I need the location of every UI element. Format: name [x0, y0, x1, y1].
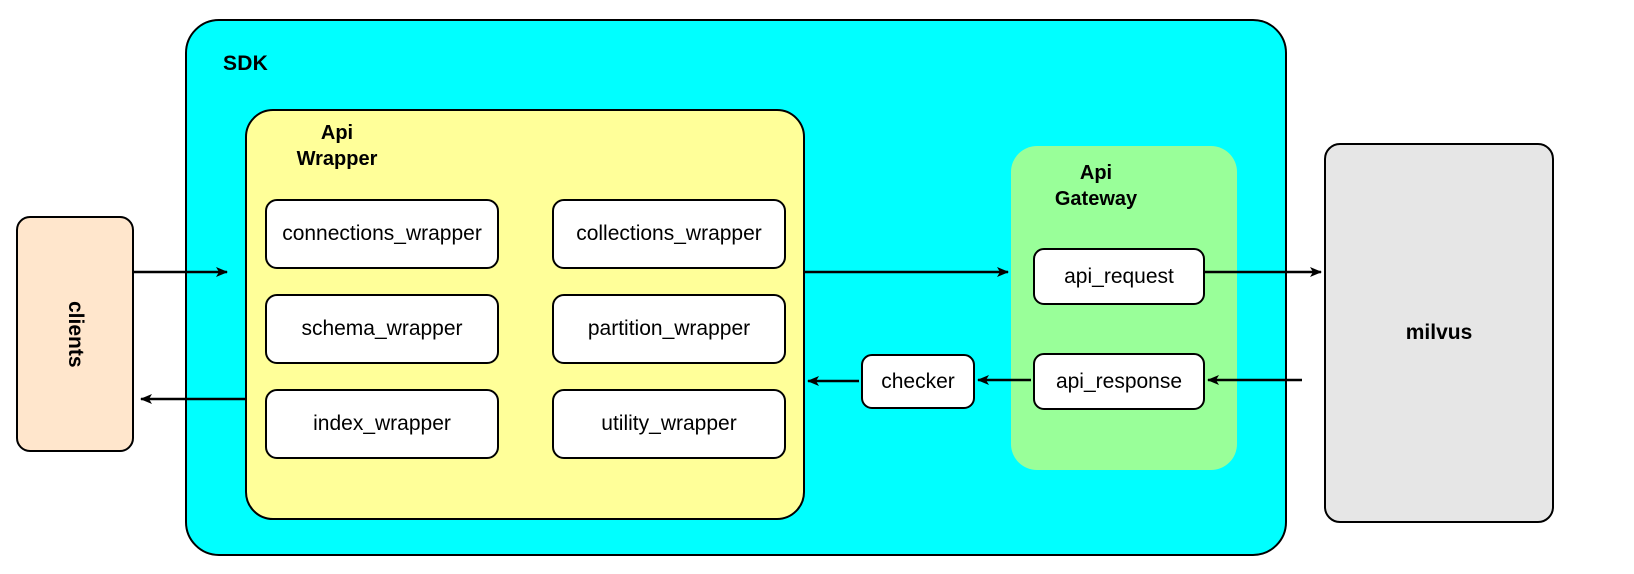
node-milvus[interactable]: milvus [1324, 143, 1554, 523]
api-gateway-label: Api Gateway [1021, 160, 1171, 212]
node-api-response[interactable]: api_response [1033, 353, 1205, 410]
node-label: checker [881, 369, 955, 393]
api-wrapper-label-line2: Wrapper [296, 147, 378, 170]
api-gateway-label-line2: Gateway [1054, 188, 1138, 210]
node-schema-wrapper[interactable]: schema_wrapper [265, 294, 499, 364]
node-label: milvus [1405, 321, 1473, 344]
node-label: index_wrapper [313, 412, 451, 435]
node-api-request[interactable]: api_request [1033, 248, 1205, 305]
api-wrapper-label: Api Wrapper [265, 121, 409, 172]
api-wrapper-label-line1: Api [320, 122, 354, 144]
node-clients[interactable]: clients [16, 216, 134, 452]
api-gateway-container: Api Gateway [1011, 146, 1237, 470]
node-collections-wrapper[interactable]: collections_wrapper [552, 199, 786, 269]
node-label: collections_wrapper [576, 222, 762, 245]
node-index-wrapper[interactable]: index_wrapper [265, 389, 499, 459]
node-label: partition_wrapper [587, 317, 751, 340]
node-label: connections_wrapper [282, 222, 482, 245]
node-utility-wrapper[interactable]: utility_wrapper [552, 389, 786, 459]
node-label: utility_wrapper [601, 412, 737, 435]
node-connections-wrapper[interactable]: connections_wrapper [265, 199, 499, 269]
node-partition-wrapper[interactable]: partition_wrapper [552, 294, 786, 364]
sdk-label: SDK [223, 52, 268, 75]
node-label: schema_wrapper [301, 317, 463, 340]
node-checker[interactable]: checker [861, 354, 975, 409]
api-gateway-label-line1: Api [1079, 162, 1113, 184]
node-label: api_response [1055, 369, 1183, 393]
node-label: api_request [1064, 264, 1174, 288]
node-label: clients [64, 300, 87, 368]
